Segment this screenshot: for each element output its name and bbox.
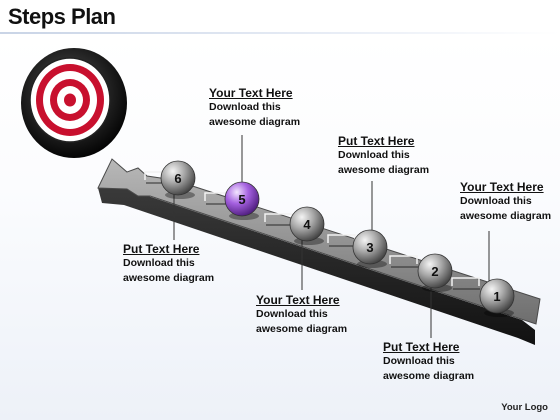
callout-line: awesome diagram [460,210,552,222]
step-number: 3 [366,240,373,255]
step-number: 2 [431,264,438,279]
title-divider [0,32,560,34]
callout-line: Download this [460,195,532,207]
callout-line: Download this [123,257,195,269]
step-ball-1: 1 [479,278,515,317]
page-title: Steps Plan [8,4,116,29]
step-ball-3: 3 [352,229,388,268]
callout-heading: Your Text Here [256,293,340,307]
callout-step-5: Your Text Here Download this awesome dia… [209,86,300,130]
callout-heading: Your Text Here [460,180,544,194]
ball [224,181,260,217]
callout-line: Download this [256,308,328,320]
callout-line: awesome diagram [256,323,348,335]
ball [417,253,453,289]
callout-step-3: Put Text Here Download this awesome diag… [338,134,429,178]
step-number: 1 [493,289,500,304]
callout-line: awesome diagram [123,272,215,284]
step-number: 6 [174,171,181,186]
callout-line: Download this [383,355,455,367]
callout-step-1: Your Text Here Download this awesome dia… [460,180,551,224]
callout-line: Download this [338,149,410,161]
stair-step [451,277,480,286]
callout-heading: Put Text Here [383,340,460,354]
logo-text: Your Logo [501,402,548,413]
callout-step-2: Put Text Here Download this awesome diag… [383,340,474,384]
callout-line: Download this [209,101,281,113]
callout-heading: Your Text Here [209,86,293,100]
ball [352,229,388,265]
step-ball-2: 2 [417,253,453,292]
callout-step-4: Your Text Here Download this awesome dia… [256,293,347,337]
ball [479,278,515,314]
callout-heading: Put Text Here [123,242,200,256]
callout-line: awesome diagram [383,370,475,382]
callout-line: awesome diagram [338,164,430,176]
step-ball-5: 5 [224,181,260,220]
step-balls: 1 2 3 4 5 6 [160,160,515,317]
step-ball-6: 6 [160,160,196,199]
arrow-side [98,188,535,345]
step-ball-4: 4 [289,206,325,245]
stair-step [389,255,418,264]
callout-heading: Put Text Here [338,134,415,148]
ball [289,206,325,242]
callout-line: awesome diagram [209,116,301,128]
target-icon [21,48,127,158]
callout-step-6: Put Text Here Download this awesome diag… [123,242,214,286]
ball [160,160,196,196]
step-number: 5 [238,192,245,207]
leader-lines [173,135,490,338]
step-number: 4 [303,217,311,232]
